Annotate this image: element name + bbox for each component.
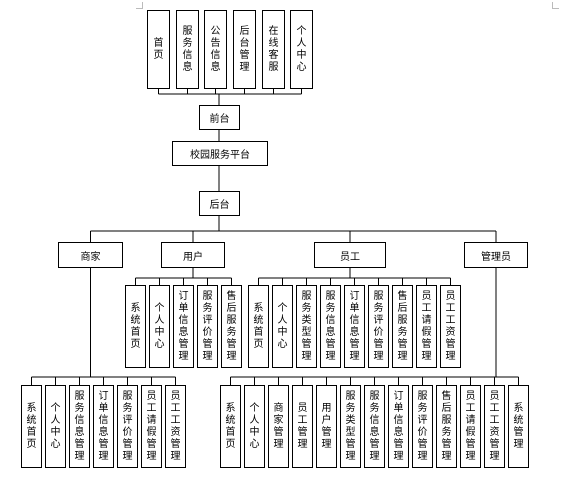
role-module-box: 服务评价管理 — [412, 385, 433, 468]
module-label: 员工请假管理 — [421, 290, 432, 362]
frontend-module-box: 公告信息 — [204, 10, 227, 89]
module-label: 服务评价管理 — [417, 390, 428, 462]
role-node: 管理员 — [464, 242, 528, 268]
role-node: 员工 — [314, 242, 386, 268]
module-label: 服务类型管理 — [301, 290, 312, 362]
module-label: 个人中心 — [50, 402, 61, 450]
module-label: 商家管理 — [273, 402, 284, 450]
module-label: 个人中心 — [296, 25, 307, 73]
module-label: 服务信息 — [182, 25, 193, 73]
module-label: 服务信息管理 — [369, 390, 380, 462]
role-module-box: 服务信息管理 — [69, 385, 90, 468]
role-module-box: 员工管理 — [292, 385, 313, 468]
module-label: 服务评价管理 — [373, 290, 384, 362]
role-module-box: 服务类型管理 — [340, 385, 361, 468]
module-label: 系统首页 — [253, 302, 264, 350]
module-label: 售后服务管理 — [441, 390, 452, 462]
module-label: 个人中心 — [277, 302, 288, 350]
role-module-box: 员工工资管理 — [484, 385, 505, 468]
role-module-box: 员工请假管理 — [416, 285, 437, 368]
role-module-box: 个人中心 — [272, 285, 293, 368]
role-module-box: 系统首页 — [248, 285, 269, 368]
module-label: 个人中心 — [154, 302, 165, 350]
module-label: 系统首页 — [130, 302, 141, 350]
role-module-box: 个人中心 — [149, 285, 170, 368]
node-label: 后台 — [209, 200, 230, 211]
module-label: 售后服务管理 — [226, 290, 237, 362]
role-module-box: 商家管理 — [268, 385, 289, 468]
role-module-box: 订单信息管理 — [388, 385, 409, 468]
role-module-box: 员工请假管理 — [460, 385, 481, 468]
module-label: 后台管理 — [239, 25, 250, 73]
module-label: 服务评价管理 — [122, 390, 133, 462]
module-label: 公告信息 — [210, 25, 221, 73]
module-label: 服务类型管理 — [345, 390, 356, 462]
role-module-box: 服务信息管理 — [364, 385, 385, 468]
node-label: 校园服务平台 — [190, 150, 250, 161]
backend-node: 后台 — [199, 191, 240, 216]
role-module-box: 员工工资管理 — [165, 385, 186, 468]
role-module-box: 用户管理 — [316, 385, 337, 468]
frontend-module-box: 后台管理 — [233, 10, 256, 89]
module-label: 员工管理 — [297, 402, 308, 450]
node-label: 商家 — [80, 251, 101, 263]
module-label: 服务信息管理 — [325, 290, 336, 362]
role-module-box: 售后服务管理 — [392, 285, 413, 368]
role-node: 用户 — [161, 242, 225, 268]
role-module-box: 个人中心 — [244, 385, 265, 468]
module-label: 员工工资管理 — [445, 290, 456, 362]
module-label: 个人中心 — [249, 402, 260, 450]
module-label: 员工工资管理 — [489, 390, 500, 462]
module-label: 员工请假管理 — [146, 390, 157, 462]
role-node: 商家 — [58, 242, 123, 268]
role-module-box: 订单信息管理 — [93, 385, 114, 468]
role-module-box: 系统首页 — [21, 385, 42, 468]
role-module-box: 服务评价管理 — [117, 385, 138, 468]
module-label: 订单信息管理 — [178, 290, 189, 362]
node-label: 管理员 — [481, 251, 511, 263]
role-module-box: 个人中心 — [45, 385, 66, 468]
role-module-box: 服务类型管理 — [296, 285, 317, 368]
module-label: 服务评价管理 — [202, 290, 213, 362]
role-module-box: 系统首页 — [220, 385, 241, 468]
role-module-box: 售后服务管理 — [221, 285, 242, 368]
role-module-box: 系统首页 — [125, 285, 146, 368]
module-label: 订单信息管理 — [393, 390, 404, 462]
frontend-module-box: 首页 — [147, 10, 170, 89]
module-label: 系统首页 — [225, 402, 236, 450]
page-corner-mark — [552, 2, 559, 9]
platform-node: 校园服务平台 — [172, 141, 268, 166]
node-label: 用户 — [183, 251, 203, 263]
module-label: 售后服务管理 — [397, 290, 408, 362]
module-label: 订单信息管理 — [98, 390, 109, 462]
module-label: 订单信息管理 — [349, 290, 360, 362]
role-module-box: 服务评价管理 — [197, 285, 218, 368]
module-label: 系统首页 — [26, 402, 37, 450]
frontend-module-box: 个人中心 — [290, 10, 313, 89]
role-module-box: 系统管理 — [508, 385, 529, 468]
frontend-node: 前台 — [199, 105, 240, 130]
module-label: 服务信息管理 — [74, 390, 85, 462]
module-label: 首页 — [153, 37, 164, 61]
role-module-box: 订单信息管理 — [173, 285, 194, 368]
node-label: 员工 — [340, 251, 360, 263]
module-label: 员工请假管理 — [465, 390, 476, 462]
role-module-box: 售后服务管理 — [436, 385, 457, 468]
page-corner-mark — [136, 2, 143, 9]
role-module-box: 员工工资管理 — [440, 285, 461, 368]
role-module-box: 服务信息管理 — [320, 285, 341, 368]
module-label: 在线客服 — [268, 25, 279, 73]
module-label: 系统管理 — [513, 402, 524, 450]
role-module-box: 服务评价管理 — [368, 285, 389, 368]
module-label: 用户管理 — [321, 402, 332, 450]
role-module-box: 员工请假管理 — [141, 385, 162, 468]
node-label: 前台 — [209, 114, 230, 125]
frontend-module-box: 在线客服 — [262, 10, 285, 89]
frontend-module-box: 服务信息 — [176, 10, 199, 89]
module-label: 员工工资管理 — [170, 390, 181, 462]
role-module-box: 订单信息管理 — [344, 285, 365, 368]
